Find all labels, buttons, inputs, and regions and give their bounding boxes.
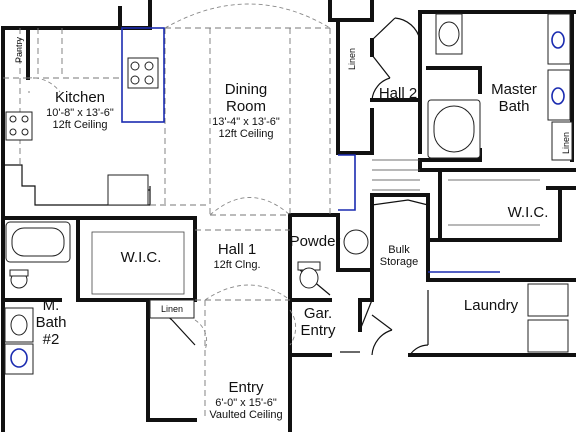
dining-label: Dining Room 13'-4" x 13'-6" 12ft Ceiling [198, 81, 294, 140]
kitchen-name: Kitchen [54, 89, 106, 106]
gar-entry-label: Gar. Entry [300, 305, 336, 339]
dining-name: Dining Room [224, 81, 268, 115]
entry-size: 6'-0" x 15'-6" [215, 396, 277, 409]
wic-master-label: W.I.C. [507, 204, 549, 221]
door-swings [27, 3, 429, 356]
powder-fixtures [297, 229, 369, 289]
dining-size: 13'-4" x 13'-6" [212, 115, 280, 128]
bath2-fixtures [4, 221, 195, 375]
linen-master-label: Linen [560, 132, 571, 155]
hall1-label: Hall 1 12ft Clng. [206, 241, 268, 271]
stairs [338, 154, 429, 211]
kitchen-fixtures [5, 27, 165, 206]
laundry-fixtures [428, 179, 569, 353]
mbath2-label: M. Bath #2 [35, 297, 67, 348]
kitchen-ceiling: 12ft Ceiling [52, 119, 108, 132]
entry-name: Entry [228, 379, 264, 396]
linen-hall2-label: Linen [346, 48, 357, 71]
kitchen-size: 10'-8" x 13'-6" [46, 106, 114, 119]
hall1-ceiling: 12ft Clng. [213, 258, 261, 271]
kitchen-label: Kitchen 10'-8" x 13'-6" 12ft Ceiling [32, 89, 128, 132]
entry-label: Entry 6'-0" x 15'-6" Vaulted Ceiling [200, 379, 292, 422]
linen-left-label: Linen [160, 304, 184, 314]
wic-left-label: W.I.C. [120, 249, 162, 266]
powder-label: Powder [289, 233, 341, 250]
ceiling-lines [3, 27, 331, 420]
dining-ceiling: 12ft Ceiling [218, 127, 274, 140]
hall2-label: Hall 2 [378, 85, 418, 102]
master-bath-fixtures [427, 13, 573, 161]
pantry-label: Pantry [13, 37, 24, 64]
bulk-storage-label: Bulk Storage [379, 244, 419, 269]
entry-ceiling: Vaulted Ceiling [209, 409, 283, 422]
hall1-name: Hall 1 [217, 241, 257, 258]
master-bath-label: Master Bath [491, 81, 537, 115]
laundry-label: Laundry [463, 297, 519, 314]
